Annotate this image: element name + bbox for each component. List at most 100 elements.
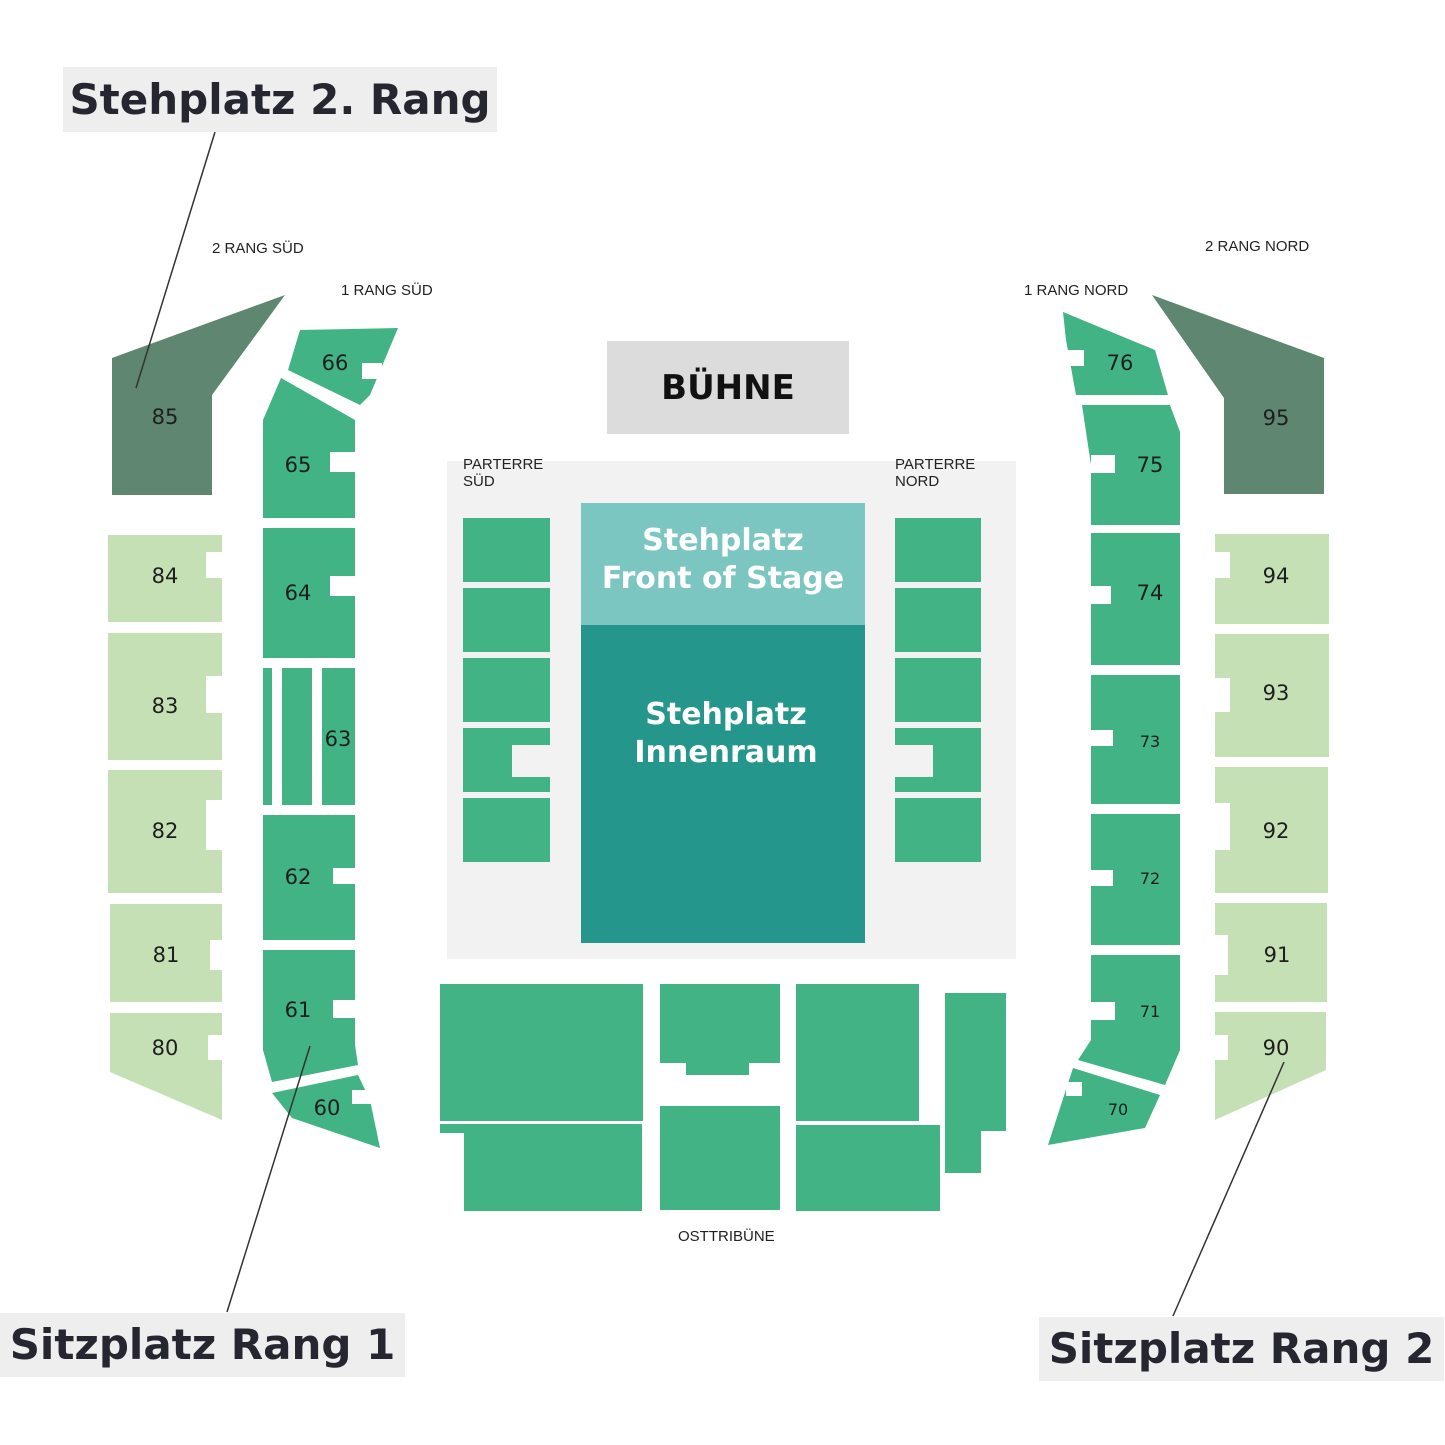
callout-standing-upper-text: Stehplatz 2. Rang — [69, 74, 491, 124]
block-82-label: 82 — [152, 819, 179, 843]
callout-seating-tier2-text: Sitzplatz Rang 2 — [1048, 1324, 1435, 1373]
block-95-label: 95 — [1263, 406, 1290, 430]
parterre-nord-block[interactable] — [895, 658, 981, 722]
block-80-label: 80 — [152, 1036, 179, 1060]
osttribuene-blocks — [440, 984, 1006, 1211]
parterre-sued-block[interactable] — [463, 518, 550, 582]
block-91[interactable] — [1215, 903, 1327, 1002]
rang1-nord-notches — [1066, 350, 1115, 1096]
parterre-nord-block[interactable] — [895, 728, 981, 792]
block-63b[interactable] — [282, 668, 312, 805]
block-94-label: 94 — [1263, 564, 1290, 588]
block-82[interactable] — [108, 770, 222, 893]
innenraum-line2: Innenraum — [634, 735, 818, 770]
leader-lines — [135, 131, 1285, 1317]
stage: BÜHNE — [607, 341, 849, 434]
block-74-label: 74 — [1137, 581, 1164, 605]
block-labels: 66 65 64 63 62 61 60 76 75 74 73 72 71 7… — [152, 351, 1291, 1120]
block-60-label: 60 — [314, 1096, 341, 1120]
block-92[interactable] — [1215, 767, 1328, 893]
block-73[interactable] — [1091, 675, 1180, 804]
rang1-sued — [263, 328, 398, 1148]
leader-line-seating-tier1 — [226, 1045, 311, 1313]
stage-label: BÜHNE — [661, 367, 795, 408]
innenraum-label: Stehplatz Innenraum — [581, 696, 871, 772]
block-73-label: 73 — [1140, 732, 1160, 751]
front-of-stage-label: Stehplatz Front of Stage — [581, 522, 865, 598]
ost-block[interactable] — [660, 984, 780, 1075]
block-72[interactable] — [1091, 814, 1180, 945]
parterre-sued-block[interactable] — [463, 588, 550, 652]
block-95[interactable] — [1152, 295, 1324, 494]
block-63a[interactable] — [263, 668, 272, 805]
innenraum-line1: Stehplatz — [645, 697, 807, 732]
block-90-label: 90 — [1263, 1036, 1290, 1060]
block-94[interactable] — [1215, 534, 1329, 624]
block-63[interactable] — [322, 668, 355, 805]
callout-seating-tier1-text: Sitzplatz Rang 1 — [9, 1320, 396, 1369]
block-84[interactable] — [108, 535, 222, 622]
block-76[interactable] — [1063, 312, 1168, 395]
block-70[interactable] — [1048, 1068, 1160, 1145]
label-rang1-sued: 1 RANG SÜD — [341, 282, 433, 299]
callout-seating-tier1: Sitzplatz Rang 1 — [0, 1313, 405, 1377]
leader-line-standing-upper — [135, 131, 216, 389]
block-81[interactable] — [110, 904, 222, 1002]
block-90[interactable] — [1215, 1012, 1326, 1120]
front-of-stage-line2: Front of Stage — [601, 561, 845, 596]
label-rang2-nord: 2 RANG NORD — [1205, 238, 1310, 255]
block-61-label: 61 — [285, 998, 312, 1022]
parterre-nord-block[interactable] — [895, 588, 981, 652]
block-91-label: 91 — [1264, 943, 1291, 967]
block-71[interactable] — [1078, 955, 1180, 1085]
block-64[interactable] — [263, 528, 355, 658]
block-65-label: 65 — [285, 453, 312, 477]
ost-block[interactable] — [796, 984, 919, 1121]
rang1-nord — [1048, 312, 1180, 1145]
block-70-label: 70 — [1108, 1100, 1128, 1119]
block-76-label: 76 — [1107, 351, 1134, 375]
block-61[interactable] — [263, 950, 358, 1082]
block-75[interactable] — [1082, 405, 1180, 525]
parterre-sued-block[interactable] — [463, 798, 550, 862]
block-72-label: 72 — [1140, 869, 1160, 888]
ost-block[interactable] — [945, 993, 1006, 1173]
front-of-stage-line1: Stehplatz — [642, 523, 804, 558]
block-83[interactable] — [108, 633, 222, 760]
block-85-label: 85 — [152, 405, 179, 429]
label-parterre-sued: PARTERRE SÜD — [463, 456, 543, 490]
block-80[interactable] — [110, 1013, 222, 1120]
block-83-label: 83 — [152, 694, 179, 718]
block-65[interactable] — [263, 378, 355, 518]
label-parterre-sued-line1: PARTERRE — [463, 456, 544, 473]
block-84-label: 84 — [152, 564, 179, 588]
block-81-label: 81 — [153, 943, 180, 967]
block-62[interactable] — [263, 815, 355, 940]
block-74[interactable] — [1091, 533, 1180, 665]
block-66[interactable] — [288, 328, 398, 405]
block-93[interactable] — [1215, 634, 1329, 757]
label-parterre-sued-line2: SÜD — [463, 473, 495, 490]
parterre-nord-block[interactable] — [895, 518, 981, 582]
ost-block[interactable] — [796, 1125, 940, 1211]
parterre-nord-block[interactable] — [895, 798, 981, 862]
leader-line-seating-tier2 — [1172, 1061, 1285, 1317]
block-75-label: 75 — [1137, 453, 1164, 477]
ost-block[interactable] — [440, 984, 643, 1121]
parterre-sued-block[interactable] — [463, 658, 550, 722]
ost-block[interactable] — [660, 1106, 780, 1210]
label-parterre-nord-line2: NORD — [895, 473, 940, 490]
callout-seating-tier2: Sitzplatz Rang 2 — [1039, 1317, 1444, 1381]
callout-standing-upper: Stehplatz 2. Rang — [63, 67, 497, 132]
label-rang2-sued: 2 RANG SÜD — [212, 240, 304, 257]
parterre-sued-blocks — [463, 518, 550, 862]
block-62-label: 62 — [285, 865, 312, 889]
ost-block[interactable] — [440, 1124, 642, 1211]
rang2-nord — [1215, 534, 1329, 1120]
front-of-stage-area[interactable] — [581, 503, 865, 625]
block-66-label: 66 — [322, 351, 349, 375]
parterre-sued-block[interactable] — [463, 728, 550, 792]
innenraum-area[interactable] — [581, 625, 865, 943]
block-85[interactable] — [112, 295, 285, 495]
